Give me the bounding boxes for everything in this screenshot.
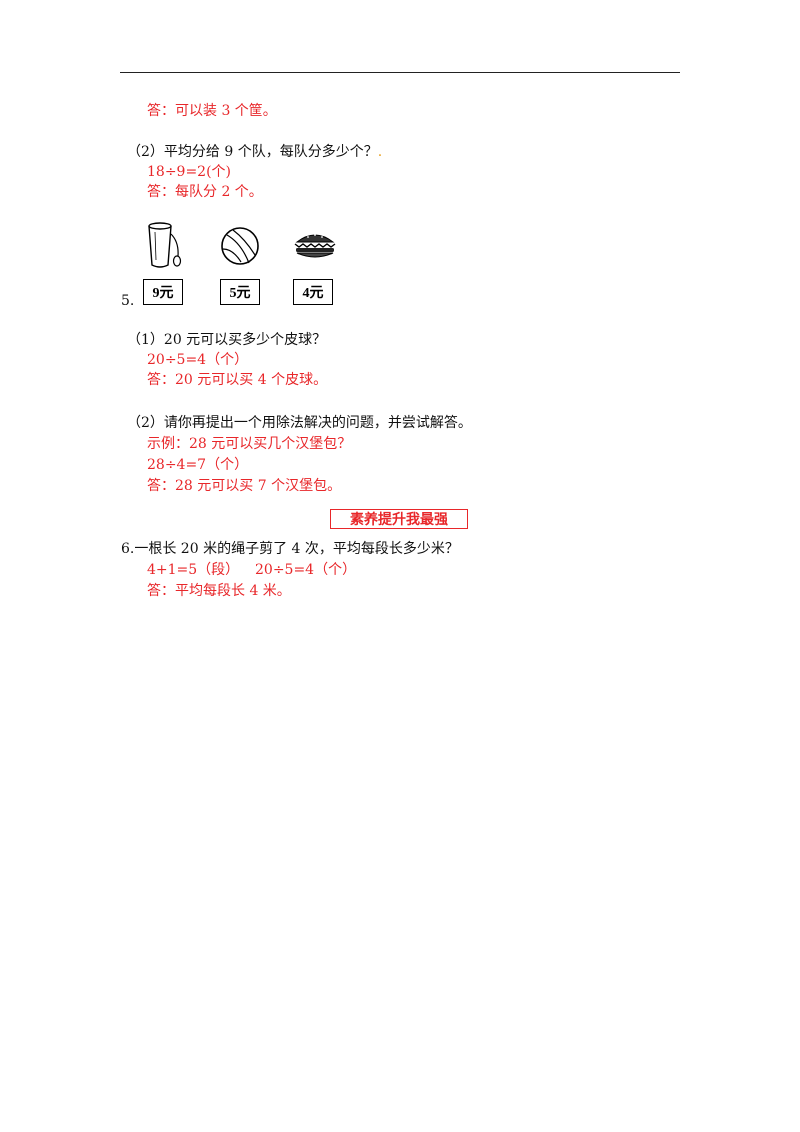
cup-icon [148, 222, 182, 268]
q4-sub2-answer: 答：每队分 2 个。 [147, 184, 263, 200]
q5-sub1-answer: 答：20 元可以买 4 个皮球。 [147, 372, 328, 388]
price-tag-hamburger: 4元 [293, 279, 333, 305]
q6-calc-1: 4+1=5（段） [147, 562, 240, 578]
q6-question: 6.一根长 20 米的绳子剪了 4 次，平均每段长多少米？ [121, 541, 459, 557]
q4-sub2-question: （2）平均分给 9 个队，每队分多少个？. [127, 144, 383, 160]
q5-sub1-question: （1）20 元可以买多少个皮球？ [127, 332, 327, 348]
ball-icon [221, 227, 259, 265]
q6-calc-2: 20÷5=4（个） [255, 562, 357, 578]
q4-answer-1: 答：可以装 3 个筐。 [147, 103, 277, 119]
q6-answer: 答：平均每段长 4 米。 [147, 583, 291, 599]
q4-sub2-mark: . [377, 144, 383, 160]
price-tag-ball: 5元 [220, 279, 260, 305]
q5-number: 5. [121, 293, 135, 309]
q4-sub2-calc: 18÷9=2(个) [147, 164, 232, 180]
q5-sub1-calc: 20÷5=4（个） [147, 352, 249, 368]
q5-sub2-answer: 答：28 元可以买 7 个汉堡包。 [147, 478, 342, 494]
q5-sub2-example: 示例：28 元可以买几个汉堡包？ [147, 436, 352, 452]
q5-sub2-question: （2）请你再提出一个用除法解决的问题，并尝试解答。 [127, 415, 472, 431]
header-rule [120, 72, 680, 73]
hamburger-icon [294, 234, 336, 258]
section-banner: 素养提升我最强 [330, 509, 468, 529]
q5-sub2-calc: 28÷4=7（个） [147, 457, 249, 473]
price-tag-cup: 9元 [143, 279, 183, 305]
